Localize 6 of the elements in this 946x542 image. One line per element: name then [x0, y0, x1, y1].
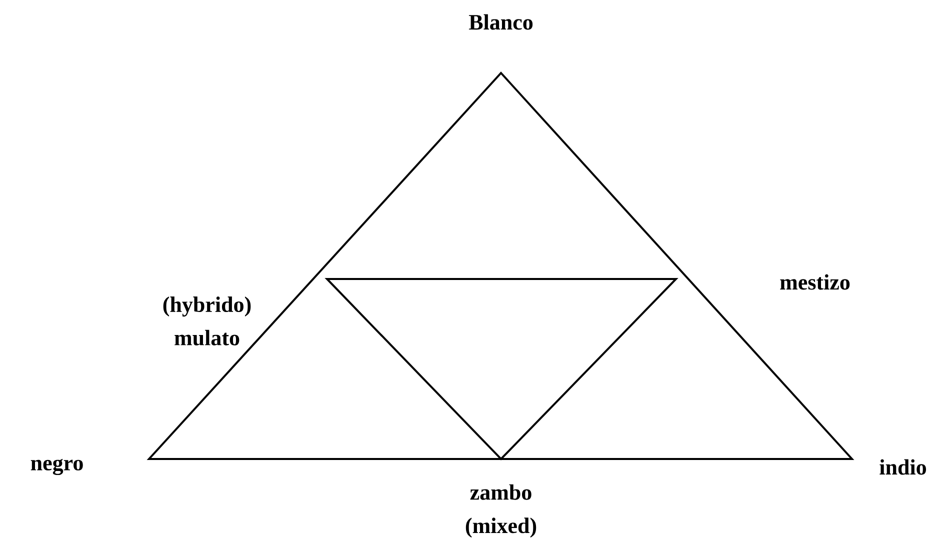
- corner-label: indio: [880, 459, 926, 475]
- corner-label: Blanco: [468, 14, 533, 30]
- corner-label: zambo (mixed): [466, 484, 536, 538]
- corner-label: (hybrido) mulato: [163, 296, 251, 346]
- corner-label: mestizo: [780, 274, 850, 290]
- corner-label: negro: [30, 458, 83, 476]
